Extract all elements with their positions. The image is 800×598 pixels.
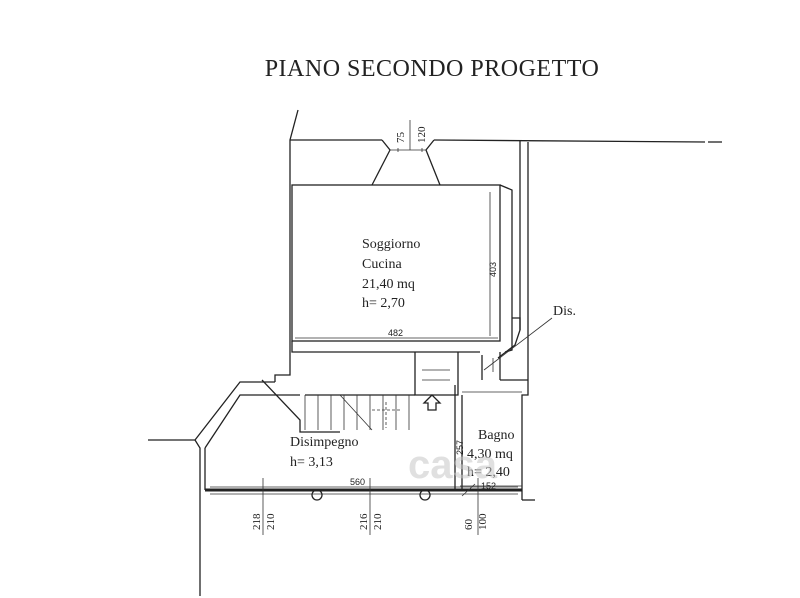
- hall-name: Disimpegno: [290, 435, 358, 450]
- bath-name: Bagno: [478, 428, 515, 443]
- dim-window3-a: 60: [463, 519, 475, 531]
- living-room-height: h= 2,70: [362, 296, 405, 311]
- dim-chimney-b: 120: [416, 126, 428, 143]
- hall-height: h= 3,13: [290, 455, 333, 470]
- dim-window3-b: 100: [477, 513, 489, 530]
- living-room-name-2: Cucina: [362, 257, 402, 272]
- lower-rooms: [204, 385, 522, 501]
- outer-walls: [148, 109, 722, 596]
- dim-window1-a: 218: [251, 513, 263, 530]
- dim-chimney-a: 75: [395, 132, 407, 144]
- dimension-lines: [262, 478, 522, 535]
- living-room-area: 21,40 mq: [362, 277, 415, 292]
- watermark: casa: [408, 443, 498, 487]
- living-room-name-1: Soggiorno: [362, 237, 420, 252]
- dim-window2-b: 210: [372, 513, 384, 530]
- dis-corridor: [481, 317, 553, 381]
- column-left-icon: [311, 489, 323, 501]
- living-room: [291, 184, 513, 353]
- bath-area: 4,30 mq: [467, 447, 513, 462]
- dis-label: Dis.: [553, 304, 576, 319]
- dim-bath-width: 152: [481, 481, 496, 491]
- stair-arrow-icon: [422, 394, 442, 411]
- dim-hall-width: 560: [350, 477, 365, 487]
- dim-living-height: 403: [488, 262, 498, 277]
- staircase: [261, 352, 459, 433]
- bath-height: h= 2,40: [467, 465, 510, 480]
- plan-title: PIANO SECONDO PROGETTO: [265, 56, 600, 82]
- dim-living-width: 482: [388, 328, 403, 338]
- chimney: [371, 120, 441, 186]
- dim-window2-a: 216: [358, 513, 370, 530]
- dim-bath-height: 257: [455, 440, 465, 455]
- column-right-icon: [419, 489, 431, 501]
- dim-window1-b: 210: [265, 513, 277, 530]
